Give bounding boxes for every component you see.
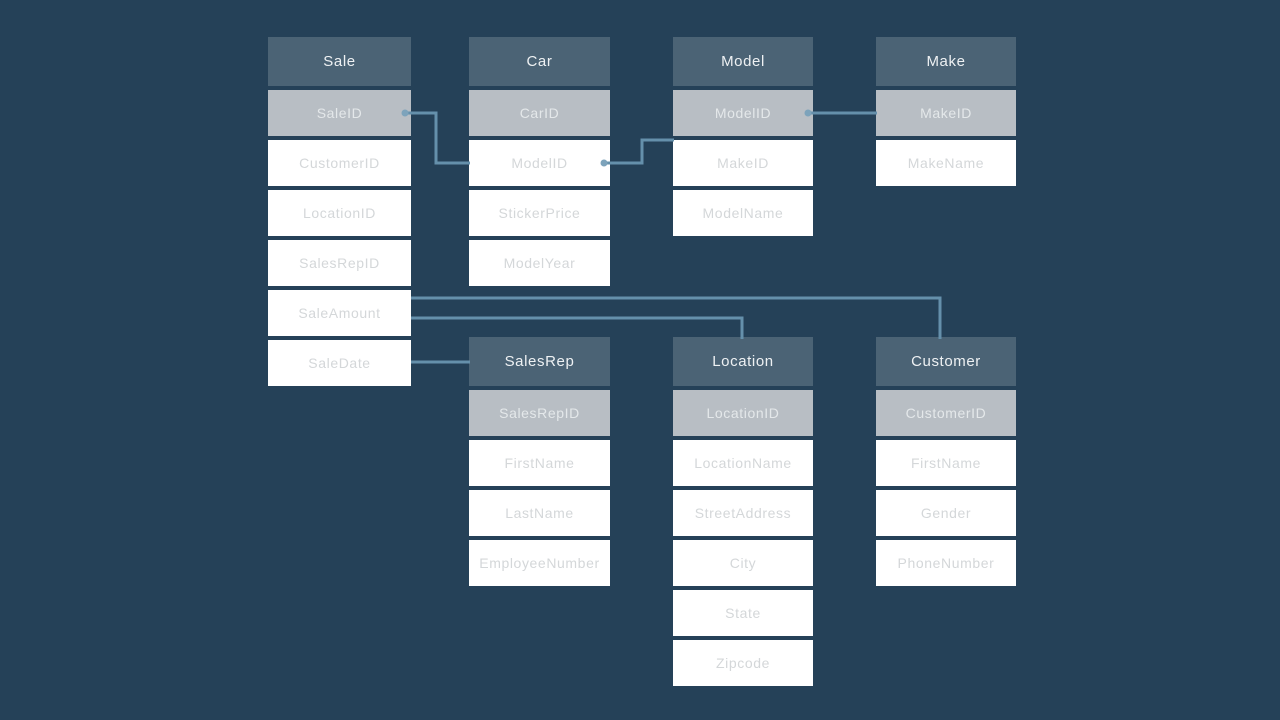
field-location-locationid[interactable]: LocationID xyxy=(673,390,813,436)
field-make-makeid[interactable]: MakeID xyxy=(876,90,1016,136)
field-location-locationname[interactable]: LocationName xyxy=(673,440,813,486)
field-model-modelname[interactable]: ModelName xyxy=(673,190,813,236)
field-sale-locationid[interactable]: LocationID xyxy=(268,190,411,236)
table-car-header[interactable]: Car xyxy=(469,37,610,86)
table-make-header[interactable]: Make xyxy=(876,37,1016,86)
table-customer-header[interactable]: Customer xyxy=(876,337,1016,386)
field-sale-saleid[interactable]: SaleID xyxy=(268,90,411,136)
field-sale-saleamount[interactable]: SaleAmount xyxy=(268,290,411,336)
field-location-zipcode[interactable]: Zipcode xyxy=(673,640,813,686)
field-customer-customerid[interactable]: CustomerID xyxy=(876,390,1016,436)
field-make-makename[interactable]: MakeName xyxy=(876,140,1016,186)
field-sale-saledate[interactable]: SaleDate xyxy=(268,340,411,386)
field-sale-salesrepid[interactable]: SalesRepID xyxy=(268,240,411,286)
table-salesrep-header[interactable]: SalesRep xyxy=(469,337,610,386)
field-sale-customerid[interactable]: CustomerID xyxy=(268,140,411,186)
field-salesrep-employeenumber[interactable]: EmployeeNumber xyxy=(469,540,610,586)
field-location-streetaddress[interactable]: StreetAddress xyxy=(673,490,813,536)
field-model-modelid[interactable]: ModelID xyxy=(673,90,813,136)
field-customer-phonenumber[interactable]: PhoneNumber xyxy=(876,540,1016,586)
table-sale-header[interactable]: Sale xyxy=(268,37,411,86)
table-location-header[interactable]: Location xyxy=(673,337,813,386)
field-car-carid[interactable]: CarID xyxy=(469,90,610,136)
field-salesrep-lastname[interactable]: LastName xyxy=(469,490,610,536)
field-car-stickerprice[interactable]: StickerPrice xyxy=(469,190,610,236)
field-model-makeid[interactable]: MakeID xyxy=(673,140,813,186)
field-car-modelyear[interactable]: ModelYear xyxy=(469,240,610,286)
field-customer-gender[interactable]: Gender xyxy=(876,490,1016,536)
field-location-city[interactable]: City xyxy=(673,540,813,586)
field-car-modelid[interactable]: ModelID xyxy=(469,140,610,186)
table-model-header[interactable]: Model xyxy=(673,37,813,86)
field-salesrep-firstname[interactable]: FirstName xyxy=(469,440,610,486)
field-salesrep-salesrepid[interactable]: SalesRepID xyxy=(469,390,610,436)
field-customer-firstname[interactable]: FirstName xyxy=(876,440,1016,486)
field-location-state[interactable]: State xyxy=(673,590,813,636)
